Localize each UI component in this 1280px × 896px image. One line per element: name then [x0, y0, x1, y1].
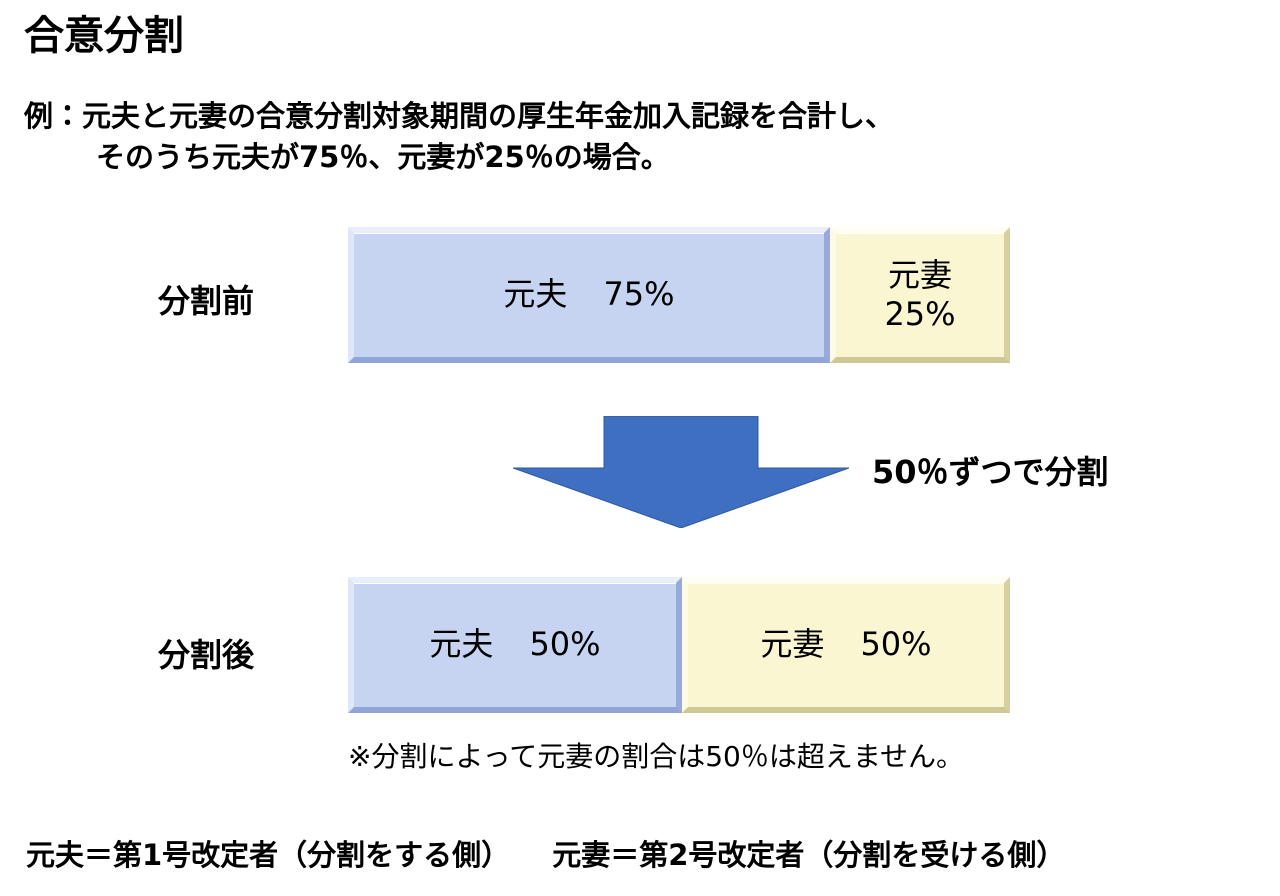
label-after-split: 分割後 [158, 636, 255, 674]
label-before-split: 分割前 [158, 282, 255, 320]
legend-husband: 元夫＝第1号改定者（分割をする側） [26, 838, 511, 872]
example-line-2: そのうち元夫が75％、元妻が25％の場合。 [96, 140, 670, 175]
legend-wife: 元妻＝第2号改定者（分割を受ける側） [552, 838, 1066, 872]
example-description: 例：元夫と元妻の合意分割対象期間の厚生年金加入記録を合計し、 そのうち元夫が75… [24, 96, 894, 178]
footnote-text: ※分割によって元妻の割合は50％は超えません。 [348, 740, 965, 773]
down-arrow-icon [513, 416, 849, 528]
example-line-1: 例：元夫と元妻の合意分割対象期間の厚生年金加入記録を合計し、 [24, 99, 895, 133]
split-annotation: 50％ずつで分割 [872, 453, 1109, 491]
page-title: 合意分割 [24, 13, 184, 59]
legend: 元夫＝第1号改定者（分割をする側） 元妻＝第2号改定者（分割を受ける側） [26, 832, 1065, 874]
